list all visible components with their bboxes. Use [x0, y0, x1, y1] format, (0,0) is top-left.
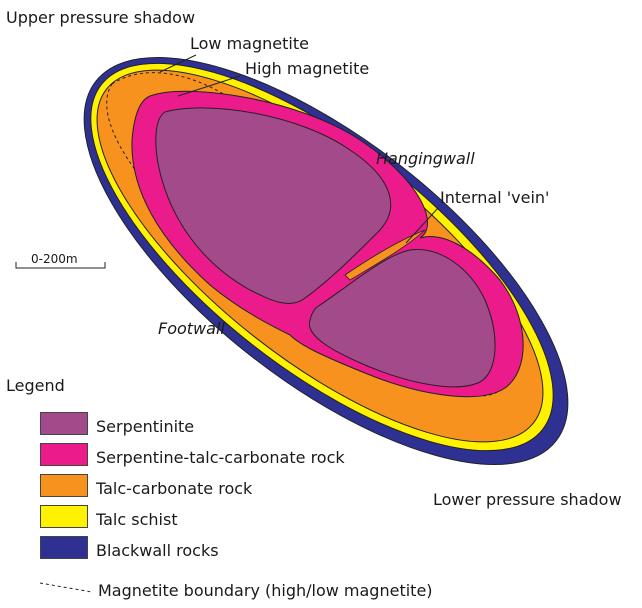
legend-swatch-talc-carbonate	[40, 474, 88, 497]
legend-swatch-blackwall	[40, 536, 88, 559]
legend-label-blackwall: Blackwall rocks	[96, 543, 219, 559]
scale-label: 0-200m	[31, 253, 78, 265]
footwall-label: Footwall	[158, 321, 225, 337]
legend-title: Legend	[6, 376, 65, 395]
legend-swatch-serpentinite	[40, 412, 88, 435]
upper-pressure-shadow-label: Upper pressure shadow	[6, 10, 195, 26]
low-magnetite-label: Low magnetite	[190, 36, 309, 52]
internal-vein-label: Internal 'vein'	[440, 190, 549, 206]
legend-swatch-serpentine-talc-carbonate	[40, 443, 88, 466]
high-magnetite-label: High magnetite	[245, 61, 369, 77]
legend-label-magnetite-boundary: Magnetite boundary (high/low magnetite)	[98, 583, 433, 599]
legend-label-talc-schist: Talc schist	[96, 512, 178, 528]
lower-pressure-shadow-label: Lower pressure shadow	[433, 492, 622, 508]
legend-swatch-talc-schist	[40, 505, 88, 528]
legend-label-serpentinite: Serpentinite	[96, 419, 194, 435]
legend-label-serpentine-talc-carbonate: Serpentine-talc-carbonate rock	[96, 450, 345, 466]
legend-label-talc-carbonate: Talc-carbonate rock	[96, 481, 252, 497]
legend-dash-sample	[40, 583, 92, 592]
hangingwall-label: Hangingwall	[376, 151, 475, 167]
